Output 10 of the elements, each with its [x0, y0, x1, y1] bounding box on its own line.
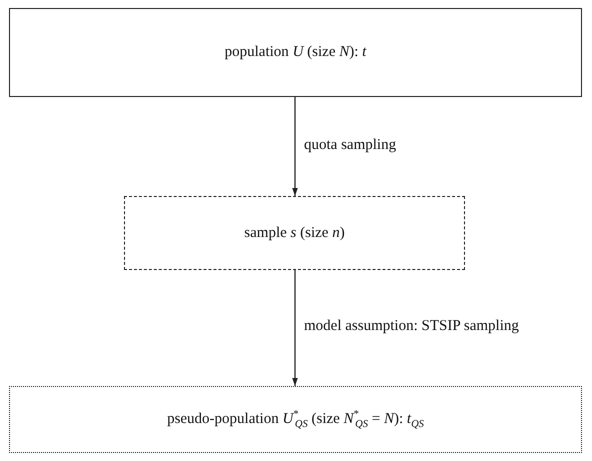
edge-label: quota sampling [302, 136, 398, 154]
box-text: sample s (size n) [244, 224, 345, 242]
arrow [292, 270, 298, 386]
arrow [292, 97, 298, 196]
process-box [124, 196, 465, 270]
box-text: pseudo-population U$^{*}$$_{QS}$ (size N$^{*}$$_{QS}$ = N): t$_{QS}$ [167, 409, 424, 430]
process-box [9, 8, 582, 97]
box-text: population U (size N): t [224, 44, 366, 61]
process-box [9, 386, 582, 453]
edge-label: model assumption: STSIP sampling [302, 318, 521, 335]
